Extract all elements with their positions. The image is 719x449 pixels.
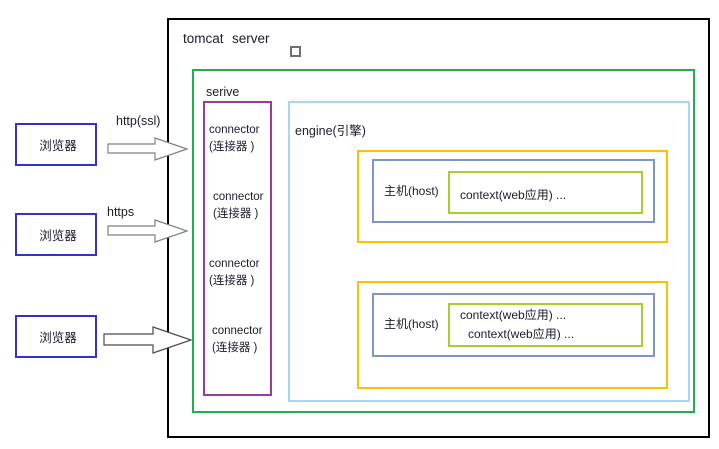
context-frame [448, 303, 643, 347]
engine-label: engine(引擎) [295, 124, 366, 138]
small-square-icon [290, 46, 301, 57]
browser-label: 浏览器 [39, 331, 77, 345]
connection-arrow-icon [103, 326, 193, 354]
serive-frame [192, 69, 695, 413]
engine-frame [288, 101, 690, 402]
connection-arrow-icon [107, 219, 189, 243]
browser-label: 浏览器 [39, 139, 77, 153]
connector-label-zh: (连接器 ) [213, 208, 259, 220]
context-label: context(web应用) ... [468, 327, 575, 341]
context-label: context(web应用) ... [460, 188, 567, 202]
server-label: server [232, 31, 270, 46]
connector-entry: connector (连接器 ) [213, 189, 278, 223]
connector-label-en: connector [213, 191, 264, 203]
connector-label-zh: (连接器 ) [209, 275, 255, 287]
connection-arrow-icon [107, 137, 189, 161]
context-frame [448, 171, 643, 214]
browser-label: 浏览器 [39, 229, 77, 243]
host-outer-frame [357, 150, 668, 243]
context-label: context(web应用) ... [460, 308, 567, 322]
host-label: 主机(host) [384, 184, 439, 198]
browser-box: 浏览器 [15, 213, 97, 256]
connector-label-zh: (连接器 ) [209, 141, 255, 153]
host-inner-frame [372, 293, 655, 357]
connector-frame: connector (连接器 ) connector (连接器 ) connec… [203, 101, 272, 396]
browser-box: 浏览器 [15, 123, 97, 166]
protocol-label-http-ssl: http(ssl) [116, 114, 161, 128]
browser-box: 浏览器 [15, 315, 97, 358]
connector-label-en: connector [209, 258, 260, 270]
connector-entry: connector (连接器 ) [209, 122, 274, 156]
serive-label: serive [206, 85, 240, 99]
protocol-label-https: https [107, 205, 135, 219]
connector-entry: connector (连接器 ) [209, 256, 274, 290]
connector-label-en: connector [209, 124, 260, 136]
host-outer-frame [357, 281, 668, 389]
host-inner-frame [372, 159, 655, 223]
host-label: 主机(host) [384, 317, 439, 331]
tomcat-label: tomcat [183, 31, 224, 46]
connector-label-en: connector [212, 325, 263, 337]
connector-label-zh: (连接器 ) [212, 342, 258, 354]
connector-entry: connector (连接器 ) [212, 323, 277, 357]
